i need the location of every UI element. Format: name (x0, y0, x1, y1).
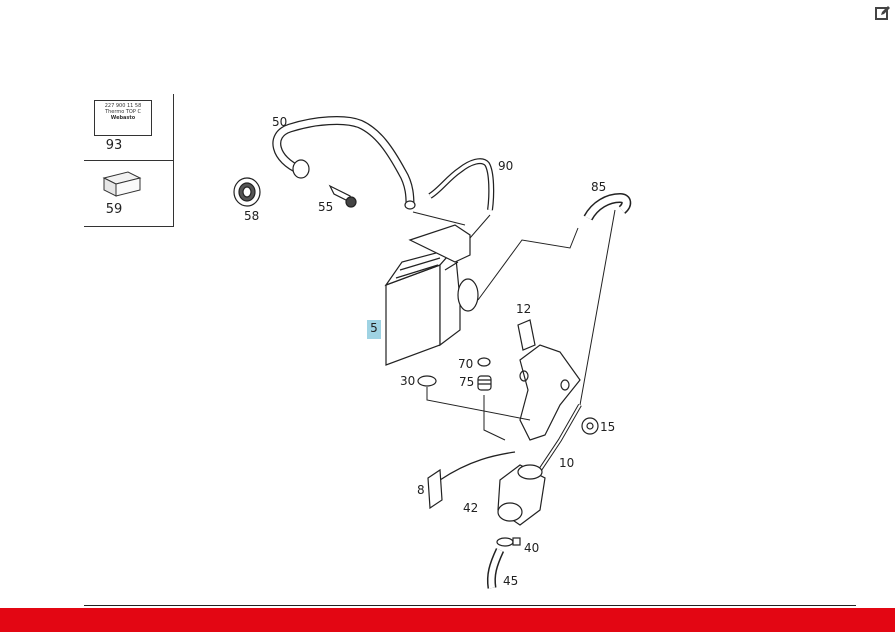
part-clip-12[interactable] (517, 319, 536, 351)
legend-number: 59 (105, 202, 123, 217)
label-42[interactable]: 42 (463, 501, 478, 515)
part-cap-70[interactable] (477, 357, 491, 367)
label-85[interactable]: 85 (591, 180, 606, 194)
label-45[interactable]: 45 (503, 574, 518, 588)
selected-part-highlight[interactable] (367, 320, 381, 339)
label-75[interactable]: 75 (459, 375, 474, 389)
part-grommet-30[interactable] (417, 375, 437, 387)
legend-number: 93 (105, 138, 123, 153)
part-hose-90[interactable] (428, 158, 495, 211)
label-10[interactable]: 10 (559, 456, 574, 470)
part-clamp-40[interactable] (496, 537, 521, 547)
part-bracket-8[interactable] (427, 468, 443, 510)
label-plate-image: 227 900 11 58 Thermo TOP C Webasto (94, 100, 152, 136)
part-connector-55[interactable] (328, 184, 357, 208)
part-hose-45[interactable] (486, 548, 505, 589)
label-58[interactable]: 58 (244, 209, 259, 223)
label-55[interactable]: 55 (318, 200, 333, 214)
label-50[interactable]: 50 (272, 115, 287, 129)
label-12[interactable]: 12 (516, 302, 531, 316)
block-icon (102, 171, 142, 197)
legend-item-93[interactable]: 227 900 11 58 Thermo TOP C Webasto 93 (84, 94, 174, 161)
legend-item-59[interactable]: 59 (84, 160, 174, 227)
part-hose-85[interactable] (583, 192, 632, 221)
label-5[interactable]: 5 (370, 321, 378, 335)
label-30[interactable]: 30 (400, 374, 415, 388)
footer-bar (0, 608, 895, 632)
part-grommet-58[interactable] (233, 177, 261, 207)
part-damper-75[interactable] (477, 375, 492, 391)
label-70[interactable]: 70 (458, 357, 473, 371)
part-fuel-pump-42[interactable] (497, 464, 546, 526)
part-bracket-10[interactable] (519, 344, 581, 441)
part-nut-15[interactable] (581, 417, 599, 435)
footer-divider (84, 605, 856, 606)
label-8[interactable]: 8 (417, 483, 425, 497)
label-90[interactable]: 90 (498, 159, 513, 173)
edit-icon[interactable] (874, 4, 892, 22)
part-heater-5[interactable] (384, 224, 479, 366)
label-40[interactable]: 40 (524, 541, 539, 555)
part-hose-50[interactable] (272, 116, 416, 210)
label-15[interactable]: 15 (600, 420, 615, 434)
